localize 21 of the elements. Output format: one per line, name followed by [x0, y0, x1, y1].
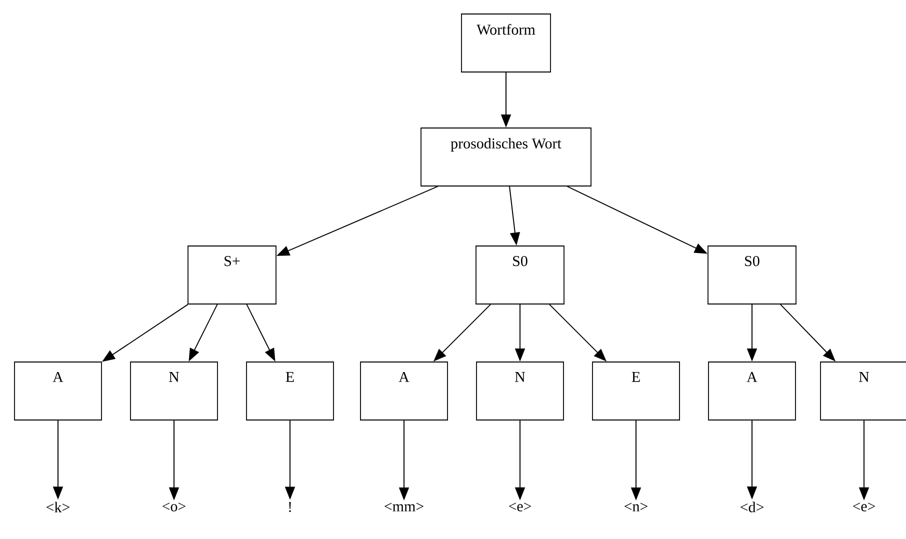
leaf-text: <d>: [740, 502, 764, 512]
box: A: [360, 362, 448, 420]
leaf-text: <n>: [624, 502, 648, 512]
leaf-text: !: [289, 502, 291, 512]
box: E: [592, 362, 680, 420]
box: Wortform: [461, 14, 551, 72]
box: S0: [476, 246, 564, 304]
box: A: [708, 362, 796, 420]
box: N: [820, 362, 906, 420]
box: N: [130, 362, 218, 420]
leaf-text: <k>: [46, 502, 70, 512]
box: prosodisches Wort: [420, 128, 592, 186]
box: N: [476, 362, 564, 420]
box: S0: [708, 246, 796, 304]
box: A: [14, 362, 102, 420]
leaf-text: <mm>: [384, 502, 424, 512]
leaf-text: <e>: [508, 502, 532, 512]
leaf-text: <e>: [852, 502, 876, 512]
box: E: [246, 362, 334, 420]
leaf-text: <o>: [162, 502, 186, 512]
box: S+: [188, 246, 276, 304]
